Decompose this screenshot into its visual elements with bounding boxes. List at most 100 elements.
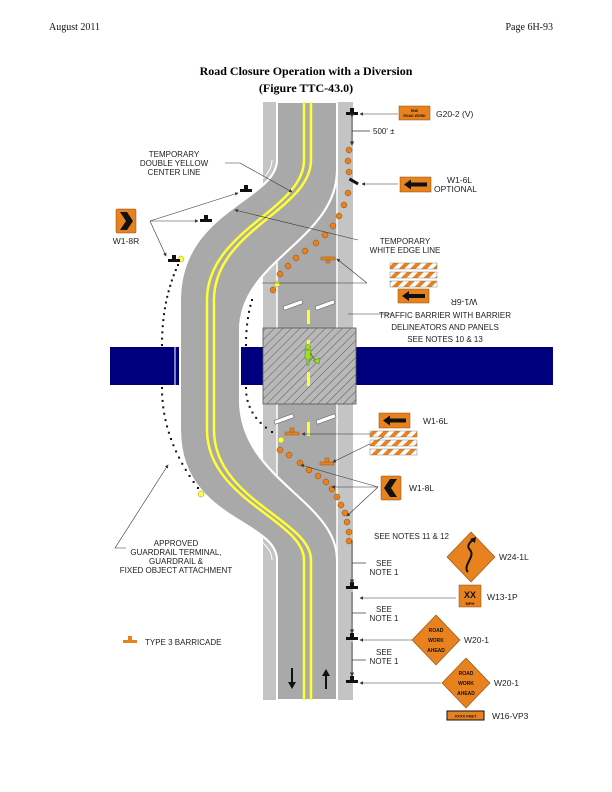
guardrail-post [255,416,258,419]
sign-w20-1-second: ROAD WORK AHEAD W20-1 [441,657,519,709]
drum [285,451,293,459]
traffic-barriers [273,299,337,425]
svg-text:GUARDRAIL &: GUARDRAIL & [149,557,204,566]
guardrail-post [181,462,184,465]
guardrail-post [271,431,273,433]
arrow-left-icon [404,179,427,190]
svg-text:END: END [411,109,419,113]
svg-text:GUARDRAIL TERMINAL,: GUARDRAIL TERMINAL, [130,548,221,557]
svg-text:DOUBLE YELLOW: DOUBLE YELLOW [140,159,209,168]
header-date: August 2011 [49,22,101,33]
svg-text:TRAFFIC BARRIER WITH BARRIER: TRAFFIC BARRIER WITH BARRIER [379,311,511,320]
guardrail-post [162,319,165,322]
guardrail-post [188,474,191,477]
svg-text:AHEAD: AHEAD [427,648,445,654]
figure-subtitle: (Figure TTC-43.0) [258,81,354,95]
guardrail-post [246,399,249,402]
drum [341,509,349,517]
svg-text:NOTE 1: NOTE 1 [370,614,399,623]
svg-text:ROAD: ROAD [459,671,474,677]
svg-text:W1-8R: W1-8R [113,236,139,246]
guardrail-post [170,279,173,282]
guardrail-post [245,387,247,389]
warning-light [273,280,281,288]
svg-text:W16-VP3: W16-VP3 [492,711,529,721]
drum [276,270,284,278]
drum [345,146,353,154]
guardrail-post [175,450,178,453]
guardrail-post [170,438,172,440]
guardrail-post [161,387,163,389]
sign-w1-6l-barricade: W1-6L [369,412,448,456]
drum [343,518,351,526]
arrow-left-icon [383,415,406,426]
legend-type3-barricade: TYPE 3 BARRICADE [123,636,221,647]
label-guardrail: APPROVED GUARDRAIL TERMINAL, GUARDRAIL &… [120,539,233,575]
guardrail-post [245,393,248,396]
arrow-left-icon [402,291,425,301]
drum [269,286,277,294]
channelizing-drums [269,146,353,545]
sign-w20-1-first: ROAD WORK AHEAD W20-1 [411,614,489,666]
guardrail-post [248,405,251,408]
old-center-dash [307,422,310,436]
svg-text:APPROVED: APPROVED [154,539,199,548]
guardrail-post [167,290,170,293]
guardrail-post [245,344,247,346]
drum [314,472,322,480]
svg-text:W1-6R: W1-6R [451,297,477,307]
guardrail-post [161,393,164,396]
guardrail-post [166,425,169,428]
svg-text:SEE: SEE [376,559,392,568]
guardrail-post [246,323,249,326]
direction-arrows [288,668,330,689]
guardrail-post [264,426,267,429]
svg-text:XXXX FEET: XXXX FEET [454,714,477,719]
guardrail-post [245,336,248,339]
guardrail-post [177,264,179,266]
svg-text:W13-1P: W13-1P [487,592,518,602]
svg-text:ROAD: ROAD [429,628,444,634]
drum [301,247,309,255]
svg-text:XX: XX [464,590,476,600]
drum [321,231,329,239]
guardrail-post [161,325,164,328]
sign-w1-8l: W1-8L [380,475,434,501]
worker-icon [304,344,321,366]
sign-w1-6r-barricade: W1-6R [389,262,477,307]
guardrail-post [197,487,199,489]
guardrail-post [259,421,262,424]
label-temp-double-yellow: TEMPORARY DOUBLE YELLOW CENTER LINE [140,150,209,177]
guardrail-post [164,419,167,422]
label-see-note-1: SEE NOTE 1 [370,605,399,623]
drum [284,262,292,270]
svg-text:NOTE 1: NOTE 1 [370,568,399,577]
svg-text:W24-1L: W24-1L [499,552,529,562]
svg-text:W1-6L: W1-6L [447,175,472,185]
label-see-notes-11-12: SEE NOTES 11 & 12 [374,532,450,541]
warning-light [197,490,205,498]
guardrail-post [161,337,164,340]
svg-text:WHITE EDGE LINE: WHITE EDGE LINE [370,246,441,255]
svg-text:W1-8L: W1-8L [409,483,434,493]
guardrail-post [162,406,165,409]
sign-g20-2: END ROAD WORK G20-2 (V) [398,105,473,121]
drum [329,222,337,230]
guardrail-post [161,399,164,402]
svg-text:TEMPORARY: TEMPORARY [149,150,200,159]
guardrail [161,264,273,489]
guardrail-post [169,284,172,287]
guardrail-post [163,412,166,415]
svg-text:MPH: MPH [466,601,475,606]
guardrail-post [161,331,164,334]
sign-w1-6l-optional: W1-6L OPTIONAL [399,175,477,194]
guardrail-post [172,444,175,447]
sign-w1-8r: W1-8R [113,208,139,246]
drum [292,254,300,262]
old-center-dash [307,310,310,324]
svg-text:SEE: SEE [376,605,392,614]
type3-barricades [284,256,336,466]
label-see-note-1: SEE NOTE 1 [370,648,399,666]
sign-w16-vp3: XXXX FEET W16-VP3 [446,710,529,721]
